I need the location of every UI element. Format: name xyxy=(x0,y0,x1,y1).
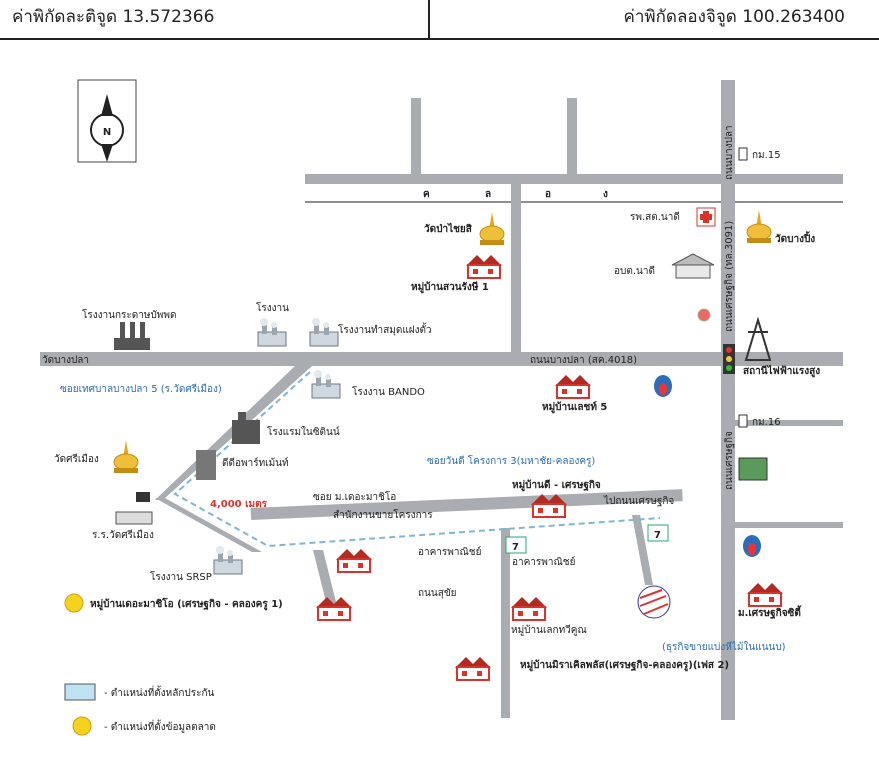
house-icon xyxy=(335,548,373,573)
factory-icon xyxy=(114,322,150,350)
traffic-light-icon xyxy=(723,344,735,374)
bank-label: (ธุรกิจขายแบ่งหีไม้ในแนนบ) xyxy=(662,641,786,653)
gas-station-icon xyxy=(654,375,672,397)
factory-icon xyxy=(257,317,287,347)
top-road-letters: ค ล อ ง xyxy=(423,189,608,200)
government-office-icon xyxy=(671,253,715,279)
longitude-label: ค่าพิกัดลองจิจูด 100.263400 xyxy=(623,7,846,27)
village-lekwi-label: หมู่บ้านเลกทวีคูณ xyxy=(511,624,587,636)
tessaban-label: ไปถนนเศรษฐกิจ xyxy=(603,495,674,507)
marker-icon xyxy=(697,308,711,322)
shop2-label: อาคารพาณิชย์ xyxy=(512,556,575,568)
road-label-bang-pla-west: วัดบางปลา xyxy=(42,355,89,366)
road-label-vertical-top: ถนนบางปลา xyxy=(724,125,735,180)
km16-marker: กม.16 xyxy=(738,414,781,428)
village-deco-label: หมู่บ้านเดอะมาชิโอ (เศรษฐกิจ - คลองครู 1… xyxy=(90,597,283,611)
apartment-icon xyxy=(196,450,216,480)
village-lertchai-label: หมู่บ้านเลชท์ 5 xyxy=(542,401,607,414)
temple-icon xyxy=(479,211,505,246)
road-network xyxy=(40,80,843,720)
house-icon xyxy=(746,582,784,607)
road-letter: อ xyxy=(545,189,551,200)
map-legend: - ตำแหน่งที่ตั้งหลักประกัน - ตำแหน่งที่ต… xyxy=(64,683,216,736)
road-label-soi-tessaban: ซอยเทศบาลบางปลา 5 (ร.วัดศรีเมือง) xyxy=(60,383,222,395)
house-icon xyxy=(465,254,503,279)
legend-market-swatch xyxy=(72,716,92,736)
km16-label: กม.16 xyxy=(752,417,781,428)
legend-market-label: - ตำแหน่งที่ตั้งข้อมูลตลาด xyxy=(104,719,216,733)
km15-label: กม.15 xyxy=(752,150,781,161)
wat-pachai-label: วัดป่าไชยสิ xyxy=(424,222,473,235)
gas-station-icon xyxy=(743,535,761,557)
wat-srimuang-label: วัดศรีเมือง xyxy=(54,453,99,465)
svg-text:7: 7 xyxy=(654,530,661,541)
paper-factory-label: โรงงานกระดาษบัพพด xyxy=(82,308,176,321)
km15-marker: กม.15 xyxy=(738,147,781,161)
village-setthakit-label: ม.เศรษฐกิจซิตี้ xyxy=(738,605,802,619)
hospital-label: รพ.สต.นาดี xyxy=(630,211,680,223)
location-map[interactable]: N ค ล อ ง วัดบางปลา ถนนบางป xyxy=(0,60,879,760)
coordinate-header: ค่าพิกัดละติจูด 13.572366 ค่าพิกัดลองจิจ… xyxy=(0,0,879,40)
temple-icon xyxy=(113,439,139,474)
factory-icon xyxy=(309,317,339,347)
factory-icon xyxy=(311,369,341,399)
road-label-vertical-upper: ถนนเศรษฐกิจ (ทล.3091) xyxy=(724,221,735,332)
power-tower-icon xyxy=(744,316,772,361)
compass-north: N xyxy=(103,127,111,138)
village-suan-rangsi-label: หมู่บ้านสวนรังษี 1 xyxy=(411,281,489,294)
road-letter: ค xyxy=(423,189,430,200)
road-label-vertical-middle: ถนนเศรษฐกิจ xyxy=(724,431,735,490)
wat-bangping-label: วัดบางปิ้ง xyxy=(775,231,815,245)
latitude-label: ค่าพิกัดละติจูด 13.572366 xyxy=(12,7,215,27)
road-letter: ง xyxy=(603,189,608,200)
house-icon xyxy=(454,656,492,681)
road-label-bang-pla: ถนนบางปลา (สค.4018) xyxy=(530,355,637,366)
factory-tha-sum-label: โรงงานทำสมุดแฝงตั้ว xyxy=(338,322,432,336)
compass-icon: N xyxy=(77,79,137,163)
factory-bando-label: โรงงาน BANDO xyxy=(352,385,425,398)
village-dee-label: หมู่บ้านดี - เศรษฐกิจ xyxy=(512,479,601,492)
road-label-soi-deco: ซอย ม.เดอะมาชิโอ xyxy=(313,490,396,503)
distance-label: 4,000 เมตร xyxy=(210,499,268,510)
bank-icon xyxy=(738,457,768,481)
legend-collateral-label: - ตำแหน่งที่ตั้งหลักประกัน xyxy=(104,685,215,699)
convenience-store-icon: 7 xyxy=(647,524,669,542)
factory-icon xyxy=(213,545,243,575)
legend-collateral-swatch xyxy=(64,683,96,701)
factory-srsp-label: โรงงาน SRSP xyxy=(150,570,212,583)
hotel-label: โรงแรมในซิตินน์ xyxy=(267,425,340,438)
collateral-site-icon xyxy=(637,585,671,619)
header-divider xyxy=(428,0,430,38)
school-icon xyxy=(115,492,153,525)
power-station-label: สถานีไฟฟ้าแรงสูง xyxy=(743,364,820,378)
apartment-label: ดีดีอพาร์ทเม้นท์ xyxy=(222,457,289,469)
school-label: ร.ร.วัดศรีเมือง xyxy=(92,529,154,541)
house-icon xyxy=(554,374,592,399)
svg-text:7: 7 xyxy=(512,542,519,553)
road-label-thanon-suksan: ถนนสุขัย xyxy=(418,588,457,599)
shop1-label: อาคารพาณิชย์ xyxy=(418,546,481,558)
obt-nadi-label: อบต.นาดี xyxy=(614,265,655,277)
house-icon xyxy=(510,596,548,621)
road-letter: ล xyxy=(485,189,491,200)
market-point-icon xyxy=(64,593,84,613)
hospital-icon xyxy=(696,207,716,227)
road-label-soi-wannee: ซอยวันดี โครงการ 3(มหาชัย-คลองครู) xyxy=(427,454,595,467)
sales-office-label: สำนักงานขายโครงการ xyxy=(333,508,433,521)
village-mirasen-label: หมู่บ้านมิราเคิลพลัส(เศรษฐกิจ-คลองครู)(เ… xyxy=(520,659,729,672)
convenience-store-icon: 7 xyxy=(505,536,527,554)
factory-small-label: โรงงาน xyxy=(256,301,289,314)
temple-icon xyxy=(746,209,772,244)
hotel-icon xyxy=(232,412,260,444)
